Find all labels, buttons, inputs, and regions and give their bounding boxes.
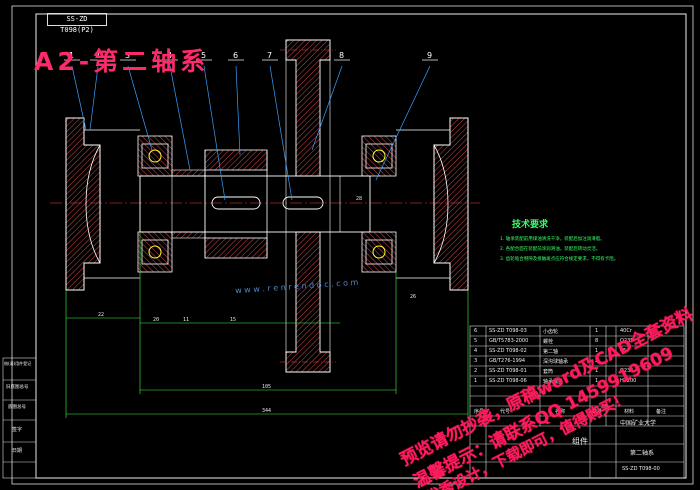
right-bearing-cover (396, 117, 469, 291)
bom-header-no: 序号 (474, 409, 485, 415)
part-label-5: 5 (201, 51, 206, 60)
bom-no: 1 (474, 378, 478, 384)
bom-header-code: 代号 (500, 409, 511, 415)
bom-code: SS-ZD T098-06 (489, 378, 527, 384)
dim-mid3: 15 (230, 317, 236, 323)
bom-qty: 8 (595, 338, 599, 344)
tech-requirements-title: 技术要求 (512, 220, 549, 230)
part-label-7: 7 (267, 51, 272, 60)
bom-name: 小齿轮 (543, 329, 559, 335)
side-label-1: 借(通)用件登记 (4, 361, 32, 366)
side-label-4: 签字 (12, 427, 23, 433)
dim-mid2: 11 (183, 317, 189, 323)
bom-header-note: 备注 (656, 409, 667, 415)
dim-left: 22 (98, 312, 104, 318)
bom-header-qty: 数量 (592, 409, 603, 415)
bom-no: 2 (474, 368, 478, 374)
part-number-labels: 1 2 3 4 5 6 7 8 9 (69, 51, 432, 60)
shaft (139, 169, 371, 239)
side-label-2: 旧底图总号 (6, 385, 29, 390)
dimension-texts: 22 20 11 15 105 344 26 28 (98, 196, 416, 414)
bom-qty: 1 (595, 378, 599, 384)
dim-mid1: 20 (153, 317, 159, 323)
title-drawing-name: 第二轴系 (630, 450, 655, 457)
bom-mat: Q235 (620, 368, 634, 374)
bom-mat: Q235 (620, 338, 634, 344)
right-bearing (365, 143, 393, 265)
bom-name: 轴承端盖 (543, 379, 564, 385)
part-label-9: 9 (427, 51, 432, 60)
bom-name: 第二轴 (543, 349, 559, 355)
bom-name: 套筒 (543, 369, 554, 375)
part-label-4: 4 (167, 51, 172, 60)
bom-header-mat: 材料 (624, 409, 635, 415)
side-label-5: 日期 (12, 448, 23, 454)
overlay-title: A2-第二轴系 (34, 47, 210, 76)
part-label-3: 3 (125, 51, 130, 60)
side-label-3: 底图总号 (8, 405, 26, 410)
dim-inner: 105 (262, 384, 271, 390)
title-school: 中国矿业大学 (620, 420, 657, 427)
tech-note-1: 1. 轴承装配前用煤油清洗干净，装配后加注润滑脂。 (500, 237, 605, 242)
leader-lines (71, 65, 431, 201)
bom-qty: 2 (595, 358, 599, 364)
bom-code: GB/T276-1994 (489, 358, 526, 364)
left-bearing-cover (65, 117, 140, 291)
outer-frame (11, 5, 694, 485)
title-drawing-no: SS-ZD T098-00 (622, 466, 660, 472)
bom-name: 螺栓 (543, 339, 554, 345)
bom-mat: 40Cr (620, 328, 632, 334)
bom-qty: 1 (595, 368, 599, 374)
bom-header-name: 名称 (555, 409, 566, 415)
part-label-2: 2 (95, 51, 100, 60)
key-slot-left (211, 196, 261, 210)
bom-mat: 45 (620, 348, 627, 354)
dimension-lines (65, 232, 469, 418)
part-label-1: 1 (69, 51, 74, 60)
bom-name: 深沟球轴承 (543, 359, 569, 365)
part-label-8: 8 (339, 51, 344, 60)
part-label-6: 6 (233, 51, 238, 60)
dim-right: 26 (410, 294, 416, 300)
left-bearing (141, 143, 169, 265)
bom-qty: 1 (595, 328, 599, 334)
bom-no: 3 (474, 358, 478, 364)
tech-note-2: 2. 各配合面在装配前涂润滑油，装配后转动灵活。 (500, 247, 601, 252)
bom-code: SS-ZD T098-02 (489, 348, 527, 354)
dim-total: 344 (262, 408, 271, 414)
inner-frame (35, 13, 687, 479)
sheet-code: SS-ZD T098(P2) (47, 13, 107, 34)
small-gear (204, 149, 268, 259)
tech-note-3: 3. 齿轮啮合侧隙及接触斑点应符合规定要求，不得有卡阻。 (500, 257, 619, 262)
bom-code: SS-ZD T098-01 (489, 368, 527, 374)
bom-table-grid (469, 325, 685, 479)
dim-shaft: 28 (356, 196, 362, 202)
bom-no: 5 (474, 338, 478, 344)
title-assembly: 组件 (572, 437, 588, 446)
key-slot-right (282, 196, 324, 210)
bom-qty: 1 (595, 348, 599, 354)
bom-no: 6 (474, 328, 478, 334)
bom-mat: HT200 (620, 378, 637, 384)
large-gear (280, 39, 336, 373)
bom-code: GB/T5783-2000 (489, 338, 529, 344)
side-block-grid (2, 357, 37, 479)
bom-code: SS-ZD T098-03 (489, 328, 527, 334)
bom-no: 4 (474, 348, 478, 354)
